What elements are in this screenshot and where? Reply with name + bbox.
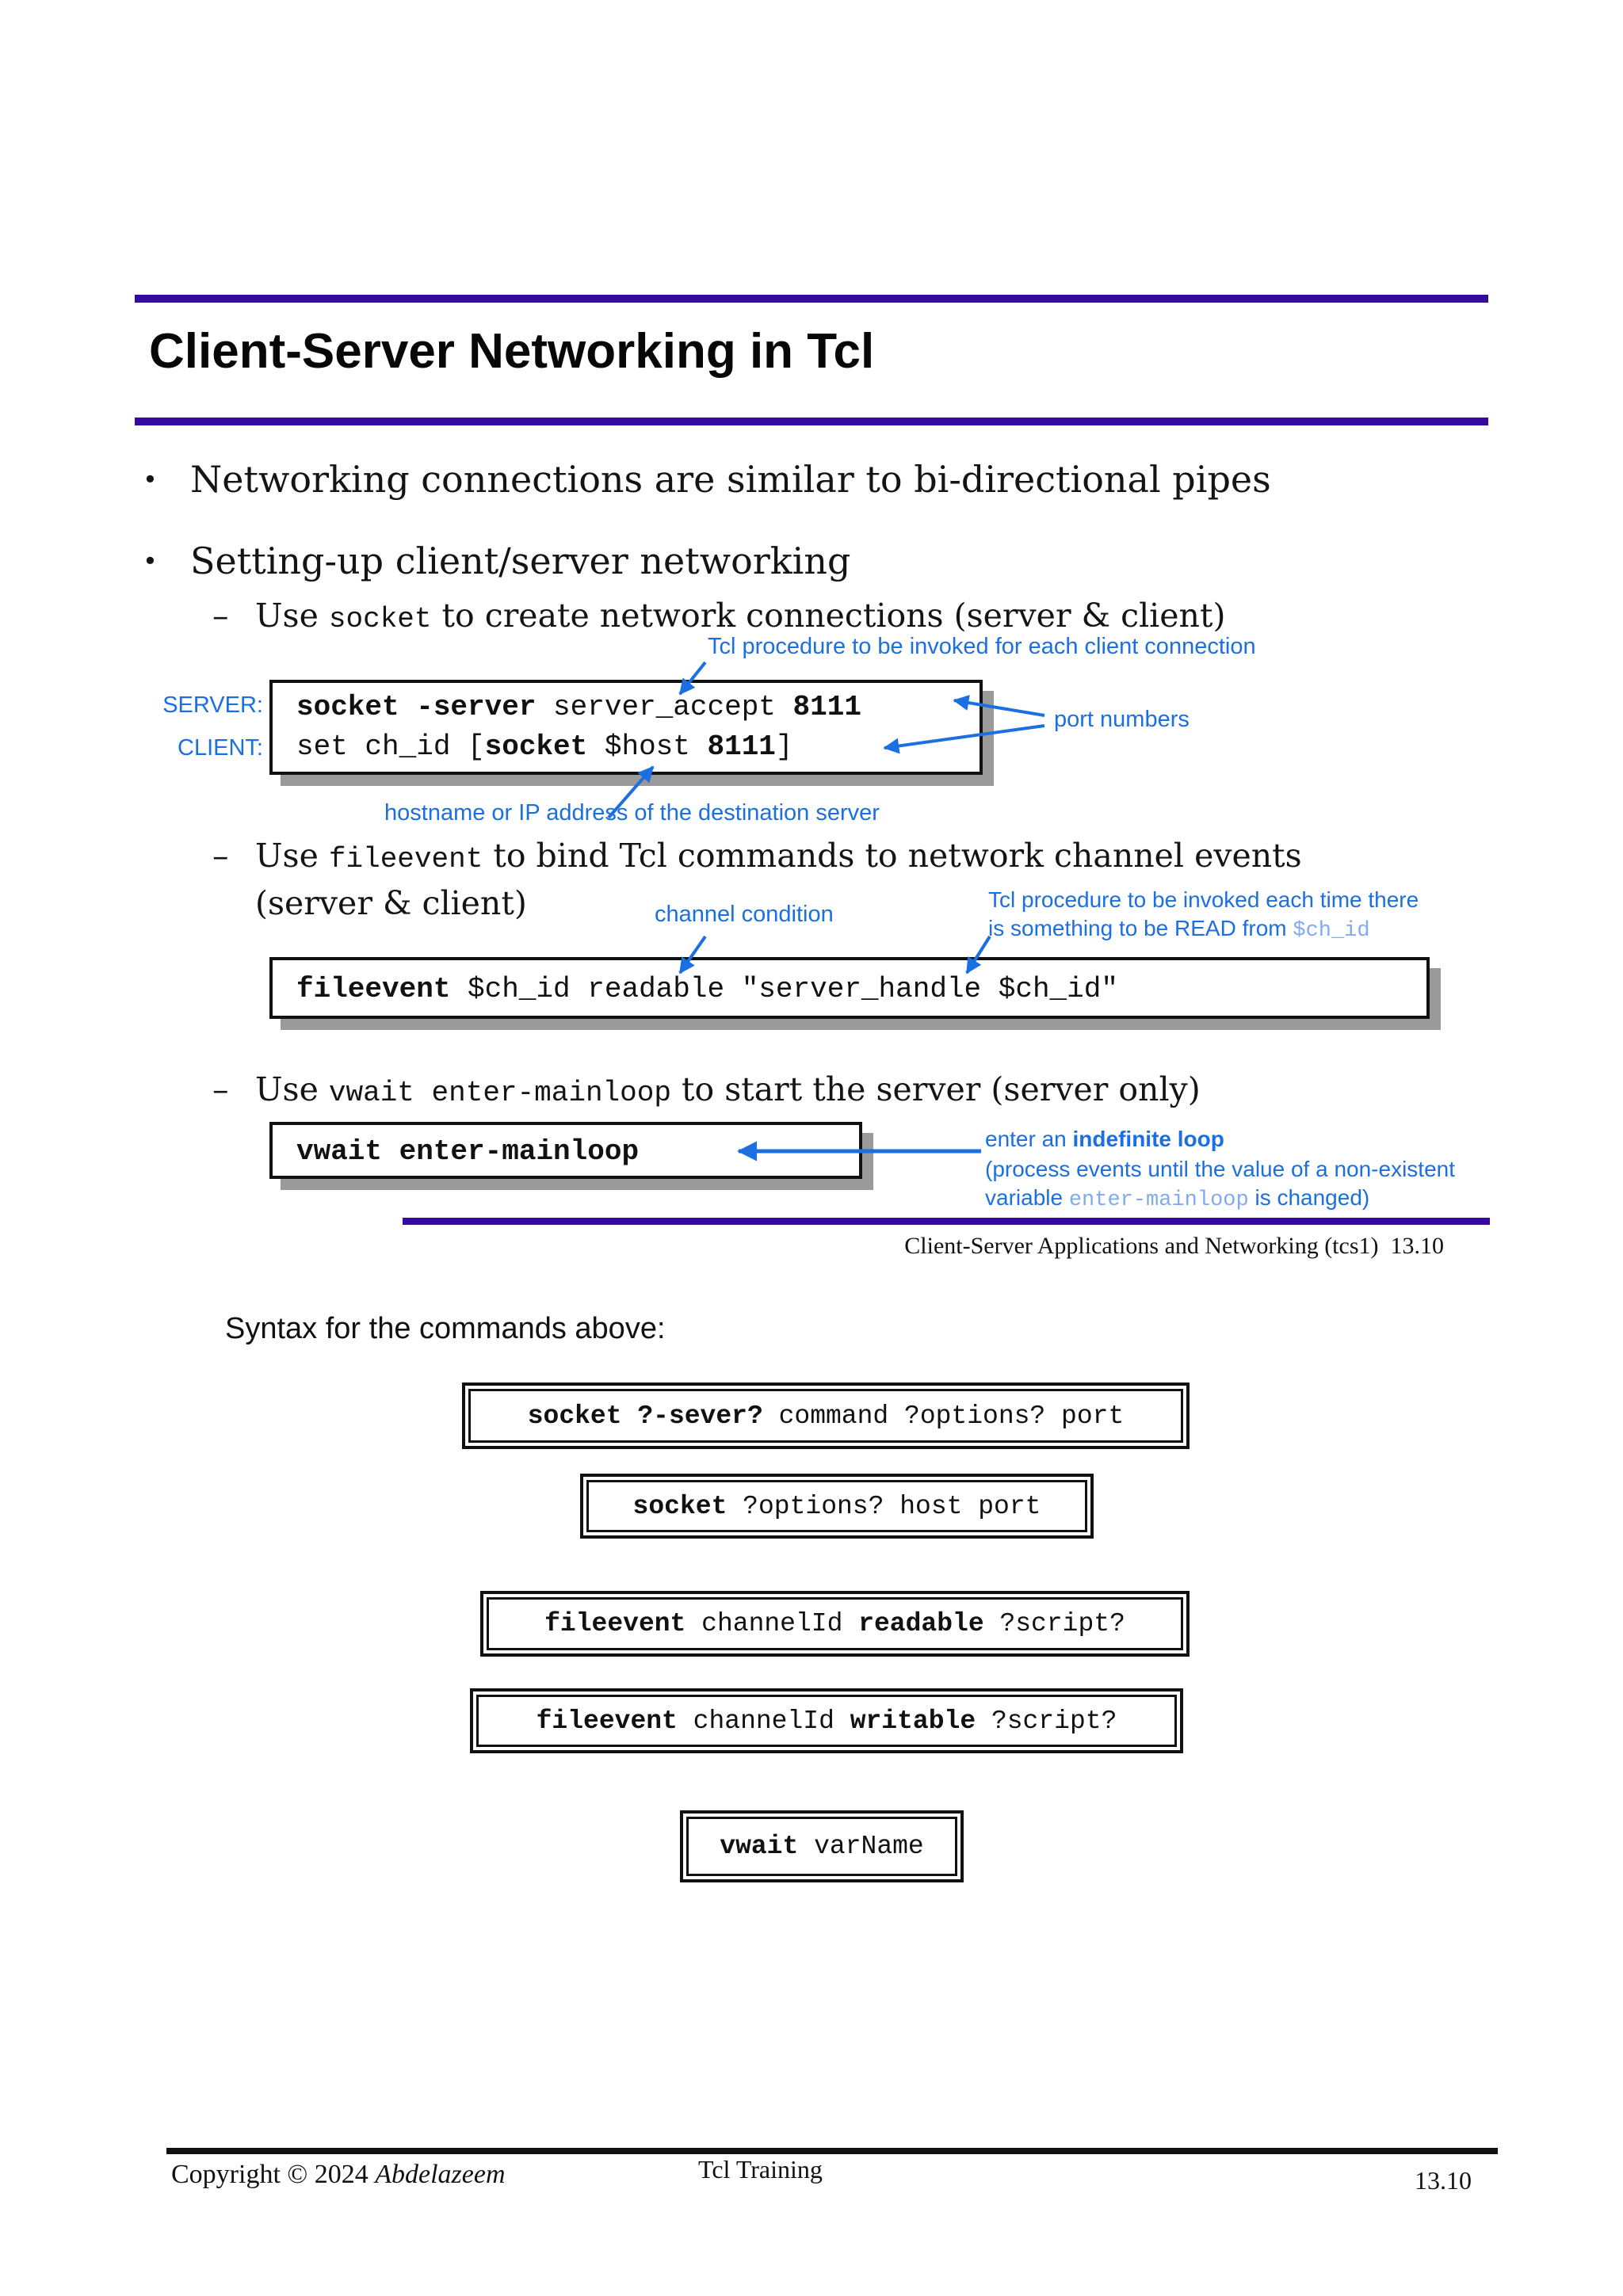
code-box-socket: socket -server server_accept 8111 set ch… xyxy=(269,680,983,775)
footer-page-number: 13.10 xyxy=(1415,2166,1472,2195)
page-title: Client-Server Networking in Tcl xyxy=(149,324,875,379)
code-line-vwait: vwait enter-mainloop xyxy=(296,1135,640,1168)
syntax-heading: Syntax for the commands above: xyxy=(225,1312,666,1345)
title-underline-rule xyxy=(135,418,1488,425)
footer-copyright: Copyright © 2024 Abdelazeem xyxy=(171,2160,506,2189)
footer-rule xyxy=(166,2148,1498,2154)
label-server: SERVER: xyxy=(162,692,263,718)
bullet-setup: Setting-up client/server networking xyxy=(190,540,851,582)
annotation-client-connection: Tcl procedure to be invoked for each cli… xyxy=(708,634,1256,659)
top-rule xyxy=(135,295,1488,303)
annotation-read-line1: Tcl procedure to be invoked each time th… xyxy=(988,887,1419,912)
label-port-numbers: port numbers xyxy=(1054,707,1190,732)
bullet-networking: Networking connections are similar to bi… xyxy=(190,458,1271,501)
inline-code-socket: socket xyxy=(328,603,432,635)
inline-code-ch-id: $ch_id xyxy=(1293,919,1370,943)
bullet-glyph: • xyxy=(143,464,158,494)
subbullet-socket: Use socket to create network connections… xyxy=(255,597,1226,635)
subbullet-fileevent: Use fileevent to bind Tcl commands to ne… xyxy=(255,837,1302,875)
footer-course-title: Tcl Training xyxy=(698,2155,823,2183)
syntax-box-fileevent-writable: fileevent channelId writable ?script? xyxy=(470,1688,1183,1753)
annotation-hostname: hostname or IP address of the destinatio… xyxy=(384,800,880,826)
dash-glyph: – xyxy=(212,597,229,635)
annotation-read-line2: is something to be READ from $ch_id xyxy=(988,916,1370,943)
label-client: CLIENT: xyxy=(178,735,263,761)
footer-author: Abdelazeem xyxy=(375,2160,506,2189)
syntax-box-socket-server: socket ?-sever? command ?options? port xyxy=(462,1383,1190,1449)
code-box-fileevent: fileevent $ch_id readable "server_handle… xyxy=(269,957,1430,1019)
syntax-box-fileevent-readable: fileevent channelId readable ?script? xyxy=(480,1591,1190,1657)
code-box-vwait: vwait enter-mainloop xyxy=(269,1122,862,1179)
slide-footer-rule xyxy=(403,1218,1490,1225)
annotation-loop-line1: enter an indefinite loop xyxy=(985,1127,1224,1151)
annotation-channel-condition: channel condition xyxy=(655,902,834,927)
subbullet-fileevent-line2: (server & client) xyxy=(255,884,527,922)
subbullet-vwait: Use vwait enter-mainloop to start the se… xyxy=(255,1070,1201,1109)
slide-footer-text: Client-Server Applications and Networkin… xyxy=(904,1233,1444,1259)
syntax-box-socket-client: socket ?options? host port xyxy=(580,1474,1094,1539)
code-line-fileevent: fileevent $ch_id readable "server_handle… xyxy=(296,973,1118,1005)
annotation-loop-line3: variable enter-mainloop is changed) xyxy=(985,1185,1370,1212)
code-line-server: socket -server server_accept 8111 xyxy=(296,691,861,723)
inline-code-vwait: vwait enter-mainloop xyxy=(328,1077,671,1109)
inline-code-fileevent: fileevent xyxy=(328,843,483,875)
dash-glyph: – xyxy=(212,1070,229,1108)
syntax-box-vwait: vwait varName xyxy=(680,1810,964,1882)
annotation-loop-line2: (process events until the value of a non… xyxy=(985,1157,1456,1181)
dash-glyph: – xyxy=(212,837,229,875)
bullet-glyph: • xyxy=(143,546,158,576)
code-line-client: set ch_id [socket $host 8111] xyxy=(296,730,793,763)
inline-code-enter-mainloop: enter-mainloop xyxy=(1068,1188,1249,1212)
